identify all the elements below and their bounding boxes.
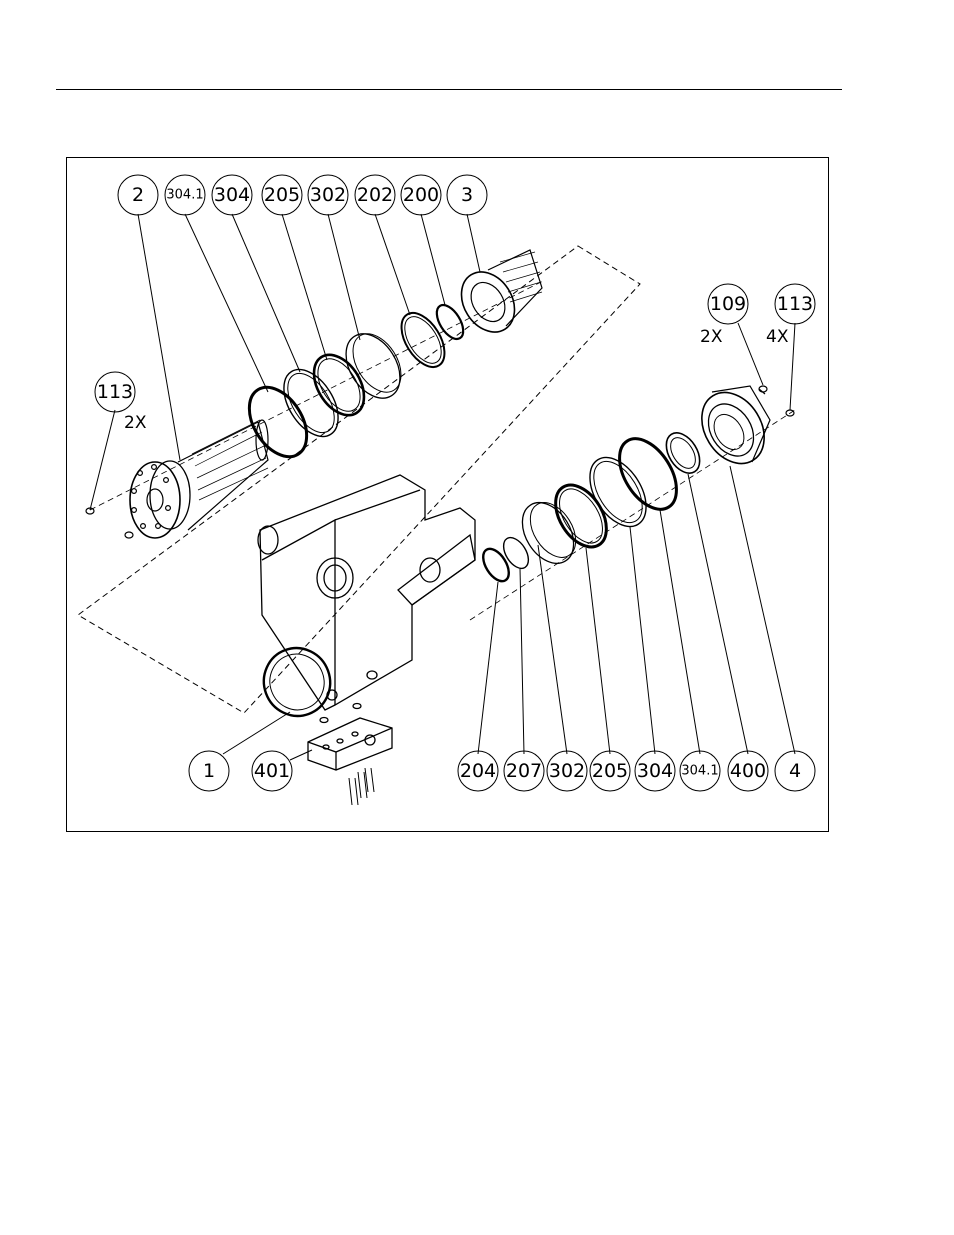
block-part-401 <box>308 704 392 806</box>
shaft-part-2 <box>130 420 268 538</box>
callout-bubbles <box>95 175 815 791</box>
quantity-109: 2X <box>700 327 723 347</box>
left-axis-line <box>90 280 545 510</box>
ring-207 <box>499 533 534 572</box>
callout-202: 202 <box>357 184 393 206</box>
callout-113-right: 113 <box>777 293 813 315</box>
callout-304-top: 304 <box>214 184 250 206</box>
bushing-302-bottom <box>512 493 585 572</box>
callout-304.1-top: 304.1 <box>166 188 203 203</box>
right-axis-line <box>470 410 795 620</box>
callout-302-top: 302 <box>310 184 346 206</box>
assembly-dashed-outline <box>78 246 640 713</box>
cap-part-4 <box>689 381 777 475</box>
callout-204: 204 <box>460 760 496 782</box>
screws-113-left <box>86 508 133 538</box>
seal-ring-205-bottom <box>545 476 617 556</box>
seal-ring-304-bottom <box>578 448 657 537</box>
callout-205-top: 205 <box>264 184 300 206</box>
quantity-113-left: 2X <box>124 413 147 433</box>
seal-ring-304-top <box>273 360 350 446</box>
callout-302-bottom: 302 <box>549 760 585 782</box>
callout-200: 200 <box>403 184 439 206</box>
callout-304-bottom: 304 <box>637 760 673 782</box>
seal-ring-304.1-top <box>238 377 319 467</box>
housing-ring <box>254 639 339 725</box>
callout-400: 400 <box>730 760 766 782</box>
callout-3: 3 <box>461 184 473 206</box>
callout-109: 109 <box>710 293 746 315</box>
gear-part-3 <box>451 250 542 342</box>
ring-202 <box>393 306 454 375</box>
callout-4: 4 <box>789 760 801 782</box>
bushing-302-top <box>335 324 411 408</box>
seal-ring-205-top <box>304 346 375 424</box>
pin-109 <box>759 386 767 394</box>
callout-113-left: 113 <box>97 381 133 403</box>
quantity-113-right: 4X <box>766 327 789 347</box>
housing-part-1 <box>258 475 475 710</box>
callout-401: 401 <box>254 760 290 782</box>
ring-204 <box>478 544 514 585</box>
seal-ring-304.1-bottom <box>608 429 688 520</box>
callout-304.1-bottom: 304.1 <box>681 764 718 779</box>
callout-207: 207 <box>506 760 542 782</box>
callout-2: 2 <box>132 184 144 206</box>
callout-1: 1 <box>203 760 215 782</box>
leader-lines <box>90 214 795 760</box>
callout-205-bottom: 205 <box>592 760 628 782</box>
